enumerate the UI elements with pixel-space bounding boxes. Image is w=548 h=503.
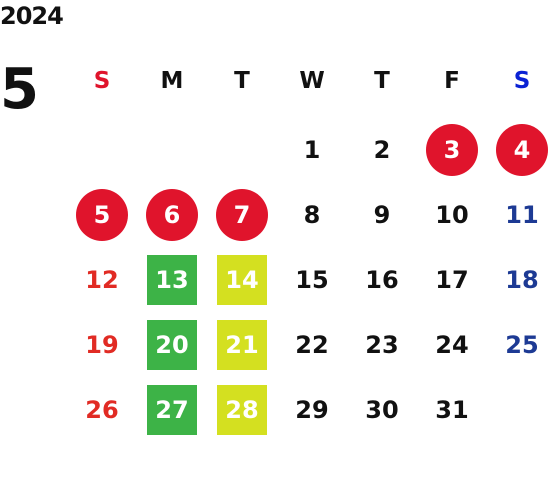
weekday-sun: S [93, 68, 111, 94]
day-cell: 21 [212, 319, 272, 371]
weekday-mon: M [160, 68, 184, 94]
day-number: 24 [435, 331, 469, 359]
day-cell: 20 [142, 319, 202, 371]
day-number: 3 [443, 136, 461, 164]
day-number: 9 [373, 201, 391, 229]
day-cell: 27 [142, 384, 202, 436]
holiday-circle: 4 [496, 124, 548, 176]
day-number: 18 [505, 266, 539, 294]
day-number: 8 [303, 201, 321, 229]
day-number: 12 [85, 266, 119, 294]
day-cell: 11 [492, 189, 548, 241]
day-number: 4 [513, 136, 531, 164]
day-number: 1 [303, 136, 321, 164]
green-highlight: 13 [147, 255, 197, 305]
day-number: 22 [295, 331, 329, 359]
day-number: 15 [295, 266, 329, 294]
day-number: 13 [155, 266, 189, 294]
day-cell: 14 [212, 254, 272, 306]
day-number: 6 [163, 201, 181, 229]
day-cell: 13 [142, 254, 202, 306]
day-number: 21 [225, 331, 259, 359]
day-cell: 18 [492, 254, 548, 306]
day-number: 5 [93, 201, 111, 229]
weekday-thu: T [374, 68, 390, 94]
holiday-circle: 7 [216, 189, 268, 241]
day-number: 11 [505, 201, 539, 229]
green-highlight: 20 [147, 320, 197, 370]
day-cell: 12 [72, 254, 132, 306]
day-cell: 10 [422, 189, 482, 241]
weekday-sat: S [513, 68, 531, 94]
day-number: 20 [155, 331, 189, 359]
yellow-highlight: 21 [217, 320, 267, 370]
day-number: 16 [365, 266, 399, 294]
day-cell: 7 [212, 189, 272, 241]
holiday-circle: 6 [146, 189, 198, 241]
yellow-highlight: 28 [217, 385, 267, 435]
year-label: 2024 [0, 2, 64, 30]
day-number: 10 [435, 201, 469, 229]
day-number: 29 [295, 396, 329, 424]
day-cell: 6 [142, 189, 202, 241]
day-cell: 26 [72, 384, 132, 436]
day-number: 7 [233, 201, 251, 229]
day-number: 26 [85, 396, 119, 424]
day-cell: 17 [422, 254, 482, 306]
day-cell: 15 [282, 254, 342, 306]
weekday-wed: W [299, 68, 325, 94]
holiday-circle: 5 [76, 189, 128, 241]
day-cell: 28 [212, 384, 272, 436]
day-number: 14 [225, 266, 259, 294]
day-cell: 4 [492, 124, 548, 176]
day-number: 28 [225, 396, 259, 424]
day-number: 30 [365, 396, 399, 424]
day-number: 23 [365, 331, 399, 359]
day-cell: 23 [352, 319, 412, 371]
day-cell: 25 [492, 319, 548, 371]
day-cell: 30 [352, 384, 412, 436]
day-cell: 16 [352, 254, 412, 306]
day-number: 27 [155, 396, 189, 424]
month-number: 5 [0, 57, 39, 122]
yellow-highlight: 14 [217, 255, 267, 305]
day-cell: 9 [352, 189, 412, 241]
green-highlight: 27 [147, 385, 197, 435]
day-cell: 8 [282, 189, 342, 241]
day-cell: 3 [422, 124, 482, 176]
day-number: 31 [435, 396, 469, 424]
day-cell: 22 [282, 319, 342, 371]
day-cell: 31 [422, 384, 482, 436]
day-cell: 1 [282, 124, 342, 176]
day-number: 17 [435, 266, 469, 294]
day-number: 25 [505, 331, 539, 359]
day-number: 2 [373, 136, 391, 164]
holiday-circle: 3 [426, 124, 478, 176]
day-cell: 24 [422, 319, 482, 371]
day-number: 19 [85, 331, 119, 359]
day-cell: 29 [282, 384, 342, 436]
day-cell: 2 [352, 124, 412, 176]
weekday-fri: F [444, 68, 460, 94]
day-cell: 5 [72, 189, 132, 241]
day-cell: 19 [72, 319, 132, 371]
weekday-tue: T [234, 68, 250, 94]
